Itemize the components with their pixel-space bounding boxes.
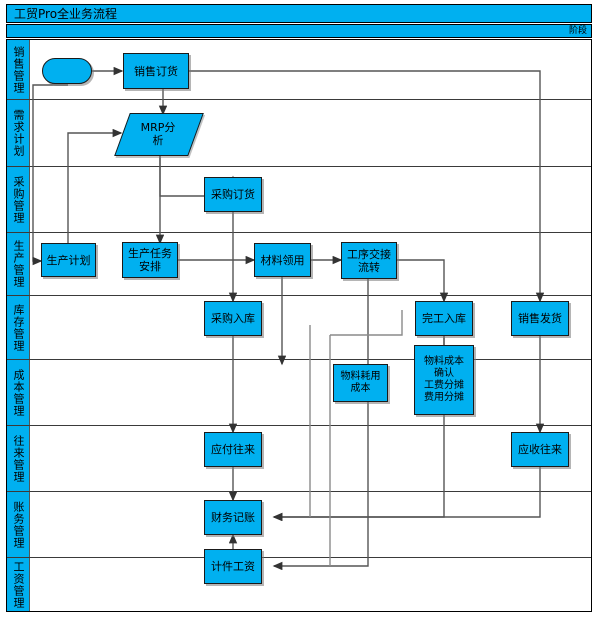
lane-header-demand: 需求计划 [7, 100, 30, 166]
stage-bar: 阶段 [6, 24, 592, 38]
lane-header-finance: 账务管理 [7, 492, 30, 557]
lane-sales: 销售管理 [7, 40, 591, 100]
node-start[interactable] [42, 58, 92, 84]
node-cost-confirmation-allocation[interactable]: 物料成本 确认 工费分摊 费用分摊 [414, 345, 474, 415]
node-purchase-inbound[interactable]: 采购入库 [204, 301, 262, 336]
node-production-task[interactable]: 生产任务 安排 [122, 242, 178, 278]
node-accounts-receivable[interactable]: 应收往来 [511, 432, 569, 467]
node-financial-bookkeeping[interactable]: 财务记账 [204, 500, 262, 535]
page-title: 工贸Pro全业务流程 [14, 7, 118, 21]
lane-label-sales: 销售管理 [12, 45, 25, 94]
stage-label: 阶段 [568, 26, 587, 36]
lane-label-ar-ap: 往来管理 [12, 434, 25, 483]
window-title-bar: 工贸Pro全业务流程 [6, 4, 592, 23]
lane-header-sales: 销售管理 [7, 40, 30, 99]
lane-finance: 账务管理 [7, 492, 591, 558]
node-accounts-payable[interactable]: 应付往来 [204, 432, 262, 467]
lane-label-payroll: 工资管理 [12, 560, 25, 609]
lane-label-inventory: 库存管理 [12, 303, 25, 352]
node-mrp-label: MRP分 析 [140, 120, 176, 147]
lane-label-demand: 需求计划 [12, 109, 25, 157]
lane-label-finance: 账务管理 [12, 500, 25, 549]
node-piecework-wage[interactable]: 计件工资 [204, 549, 262, 584]
node-process-handover[interactable]: 工序交接 流转 [341, 242, 397, 279]
node-sales-order[interactable]: 销售订货 [123, 53, 189, 89]
lane-ar-ap: 往来管理 [7, 426, 591, 492]
node-sales-shipment[interactable]: 销售发货 [511, 301, 569, 336]
node-finished-goods-inbound[interactable]: 完工入库 [415, 301, 473, 336]
lane-payroll: 工资管理 [7, 558, 591, 611]
lane-header-payroll: 工资管理 [7, 558, 30, 611]
lane-label-production: 生产管理 [12, 240, 25, 288]
lane-label-cost: 成本管理 [12, 368, 25, 417]
lane-purchase: 采购管理 [7, 167, 591, 233]
node-production-plan[interactable]: 生产计划 [41, 243, 96, 277]
lane-inventory: 库存管理 [7, 296, 591, 360]
node-material-consumption-cost[interactable]: 物料耗用 成本 [333, 364, 388, 402]
lane-header-cost: 成本管理 [7, 360, 30, 425]
node-mrp-analysis[interactable]: MRP分 析 [114, 113, 204, 156]
lane-cost: 成本管理 [7, 360, 591, 426]
lane-header-purchase: 采购管理 [7, 167, 30, 232]
node-material-issue[interactable]: 材料领用 [254, 243, 311, 277]
lane-header-inventory: 库存管理 [7, 296, 30, 359]
lane-header-ar-ap: 往来管理 [7, 426, 30, 491]
swimlane-grid: 销售管理 需求计划 采购管理 生产管理 库存管理 成本管理 [6, 39, 592, 612]
lane-header-production: 生产管理 [7, 233, 30, 295]
node-purchase-order[interactable]: 采购订货 [204, 177, 262, 212]
lane-label-purchase: 采购管理 [12, 175, 25, 224]
lane-demand: 需求计划 [7, 100, 591, 167]
